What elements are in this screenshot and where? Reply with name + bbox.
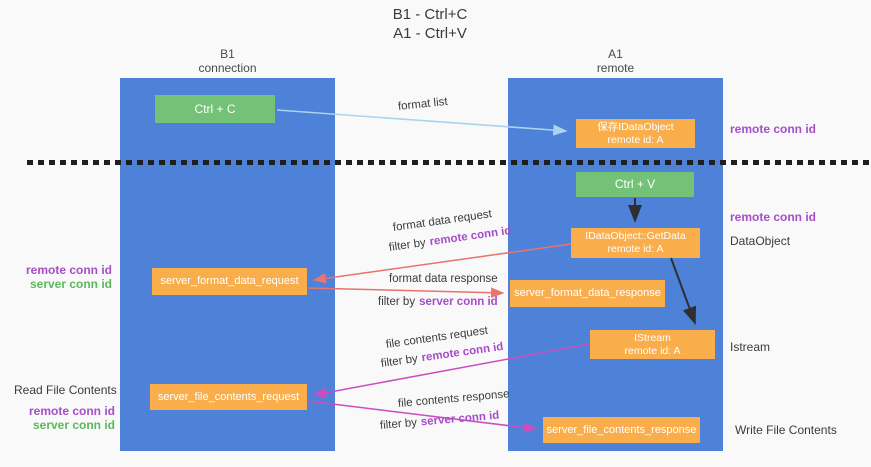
save-dataobject-line1: 保存IDataObject [597, 120, 674, 133]
server-format-data-request-label: server_format_data_request [160, 275, 299, 287]
server-format-data-response-box: server_format_data_response [510, 280, 665, 307]
right-label-write-file-contents: Write File Contents [735, 423, 837, 437]
right-label-istream: Istream [730, 340, 771, 354]
ctrl-c-box: Ctrl + C [155, 95, 275, 123]
left-column-role: connection [198, 61, 257, 75]
filter-remote-conn-id-text: remote conn id [428, 224, 513, 249]
diagram-title: B1 - Ctrl+C A1 - Ctrl+V [330, 5, 530, 43]
right-column-header: A1 remote [508, 47, 723, 75]
left-label-remote-conn-id-mid: remote conn id [25, 263, 112, 277]
phase-divider-dashed-line [27, 160, 871, 165]
server-file-contents-response-box: server_file_contents_response [543, 417, 700, 443]
filter-server-conn-id-text: server conn id [419, 296, 498, 308]
title-line-1: B1 - Ctrl+C [392, 6, 468, 23]
getdata-line1: IDataObject::GetData [585, 230, 686, 242]
left-label-server-conn-id-mid: server conn id [29, 277, 112, 291]
right-label-dataobject: DataObject [730, 234, 791, 248]
server-file-contents-request-label: server_file_contents_request [157, 390, 300, 403]
arrow-format-data-response [307, 287, 505, 298]
left-label-remote-conn-id-bottom: remote conn id [28, 404, 115, 418]
ctrl-v-label: Ctrl + V [614, 177, 656, 191]
left-labels-bottom: Read File Contents remote conn id server… [14, 383, 117, 432]
left-column-header: B1 connection [120, 47, 335, 75]
istream-box: IStream remote id: A [590, 330, 715, 359]
left-label-read-file-contents: Read File Contents [14, 383, 117, 397]
left-column-name: B1 [220, 47, 235, 61]
server-format-data-response-label: server_format_data_response [514, 287, 661, 299]
getdata-line2: remote id: A [607, 243, 664, 255]
istream-line2: remote id: A [624, 344, 681, 357]
right-column-role: remote [596, 61, 635, 75]
right-label-remote-conn-id-mid: remote conn id [730, 210, 817, 224]
save-dataobject-box: 保存IDataObject remote id: A [576, 119, 695, 148]
ctrl-c-label: Ctrl + C [194, 101, 236, 116]
filter-by-text: filter by [378, 296, 416, 308]
save-dataobject-line2: remote id: A [607, 133, 664, 146]
right-label-remote-conn-id-top: remote conn id [730, 122, 817, 136]
ctrl-v-box: Ctrl + V [576, 172, 694, 197]
filter-by-text: filter by [388, 236, 427, 254]
filter-by-text: filter by [380, 352, 419, 370]
server-file-contents-response-label: server_file_contents_response [546, 423, 697, 436]
arrow-label-format-list: format list [397, 95, 449, 113]
arrow-label-file-contents-response: file contents response [397, 388, 510, 410]
server-format-data-request-box: server_format_data_request [152, 268, 307, 295]
left-label-server-conn-id-bottom: server conn id [32, 418, 115, 432]
istream-line1: IStream [634, 331, 671, 344]
server-file-contents-request-box: server_file_contents_request [150, 384, 307, 410]
filter-server-conn-id-text: server conn id [420, 409, 500, 429]
right-column-name: A1 [608, 47, 623, 61]
filter-by-text: filter by [379, 416, 418, 432]
arrow-label-format-data-response: format data response [389, 273, 498, 285]
idataobject-getdata-box: IDataObject::GetData remote id: A [571, 228, 700, 258]
title-line-2: A1 - Ctrl+V [393, 25, 467, 42]
left-labels-middle: remote conn id server conn id [14, 263, 112, 291]
